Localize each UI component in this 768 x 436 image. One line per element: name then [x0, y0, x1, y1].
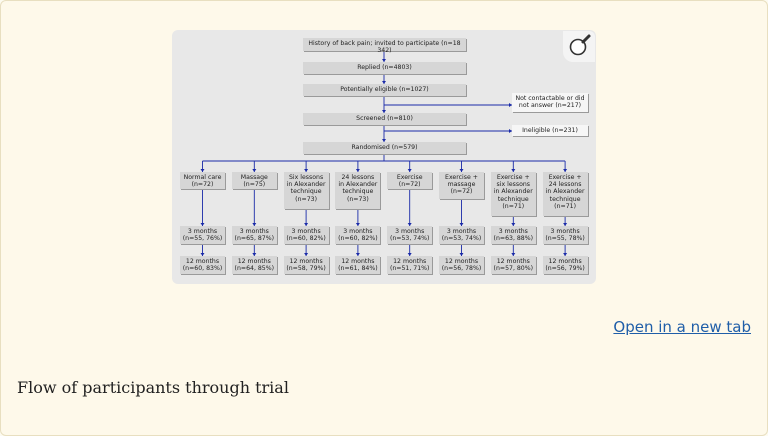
arrowhead	[355, 223, 360, 226]
arrowhead	[563, 253, 568, 256]
arrowhead	[252, 223, 257, 226]
arm-3-month-box: 3 months (n=60, 82%)	[335, 226, 381, 244]
arrowhead	[511, 223, 516, 226]
arrowhead	[563, 223, 568, 226]
arm-12-month-box: 12 months (n=51, 71%)	[387, 256, 433, 274]
arrowhead	[459, 169, 464, 172]
arm-3-month-box: 3 months (n=55, 76%)	[180, 226, 225, 244]
arrowhead	[407, 253, 412, 256]
arm-box: Six lessons in Alexander technique (n=73…	[283, 172, 329, 209]
arm-3-month-box: 3 months (n=55, 78%)	[542, 226, 588, 244]
arrowhead	[252, 253, 257, 256]
arrowhead	[511, 253, 516, 256]
arrowhead	[200, 223, 205, 226]
box-potentially-eligible: Potentially eligible (n=1027)	[303, 84, 466, 96]
box-randomised: Randomised (n=579)	[303, 142, 466, 154]
arrowhead	[407, 223, 412, 226]
arrowhead	[382, 81, 386, 84]
arm-box: Exercise + six lessons in Alexander tech…	[490, 172, 536, 216]
arrowhead	[355, 253, 360, 256]
arm-box: Exercise (n=72)	[387, 172, 433, 189]
magnifier-icon[interactable]	[563, 31, 595, 62]
arm-12-month-box: 12 months (n=56, 79%)	[542, 256, 588, 274]
arm-box: Normal care (n=72)	[180, 172, 225, 189]
arrowhead	[200, 253, 205, 256]
box-ineligible: Ineligible (n=231)	[512, 125, 588, 136]
arrowhead	[407, 169, 412, 172]
arm-12-month-box: 12 months (n=61, 84%)	[335, 256, 381, 274]
arm-3-month-box: 3 months (n=65, 87%)	[231, 226, 277, 244]
arm-12-month-box: 12 months (n=60, 83%)	[180, 256, 225, 274]
arm-3-month-box: 3 months (n=63, 88%)	[490, 226, 536, 244]
arm-box: Exercise + 24 lessons in Alexander techn…	[542, 172, 588, 216]
flow-arrows	[200, 51, 568, 256]
arrowhead	[304, 223, 309, 226]
arrowhead	[304, 169, 309, 172]
arm-12-month-box: 12 months (n=57, 80%)	[490, 256, 536, 274]
box-not-contactable: Not contactable or did not answer (n=217…	[512, 93, 588, 112]
arrowhead	[382, 110, 386, 113]
arrowhead	[459, 223, 464, 226]
arrowhead	[304, 253, 309, 256]
box-screened: Screened (n=810)	[303, 113, 466, 125]
box-replied: Replied (n=4803)	[303, 62, 466, 74]
arm-box: Massage (n=75)	[231, 172, 277, 189]
arrowhead	[355, 169, 360, 172]
arm-12-month-box: 12 months (n=58, 79%)	[283, 256, 329, 274]
arrowhead	[459, 253, 464, 256]
arm-3-month-box: 3 months (n=53, 74%)	[387, 226, 433, 244]
box-history: History of back pain; invited to partici…	[303, 38, 466, 54]
open-in-new-tab-link[interactable]: Open in a new tab	[613, 318, 751, 336]
arrowhead	[563, 169, 568, 172]
arm-box: Exercise + massage (n=72)	[439, 172, 484, 199]
arrowhead	[382, 59, 386, 62]
arm-3-month-box: 3 months (n=60, 82%)	[283, 226, 329, 244]
arrowhead	[200, 169, 205, 172]
arrowhead	[511, 169, 516, 172]
arrowhead	[509, 129, 512, 133]
figure-caption: Flow of participants through trial	[17, 378, 289, 397]
arm-12-month-box: 12 months (n=56, 78%)	[439, 256, 484, 274]
arm-3-month-box: 3 months (n=53, 74%)	[439, 226, 484, 244]
arrowhead	[252, 169, 257, 172]
arm-box: 24 lessons in Alexander technique (n=73)	[335, 172, 381, 209]
flow-diagram[interactable]: History of back pain; invited to partici…	[172, 30, 596, 284]
arm-12-month-box: 12 months (n=64, 85%)	[231, 256, 277, 274]
arrowhead	[509, 103, 512, 107]
arrowhead	[382, 139, 386, 142]
